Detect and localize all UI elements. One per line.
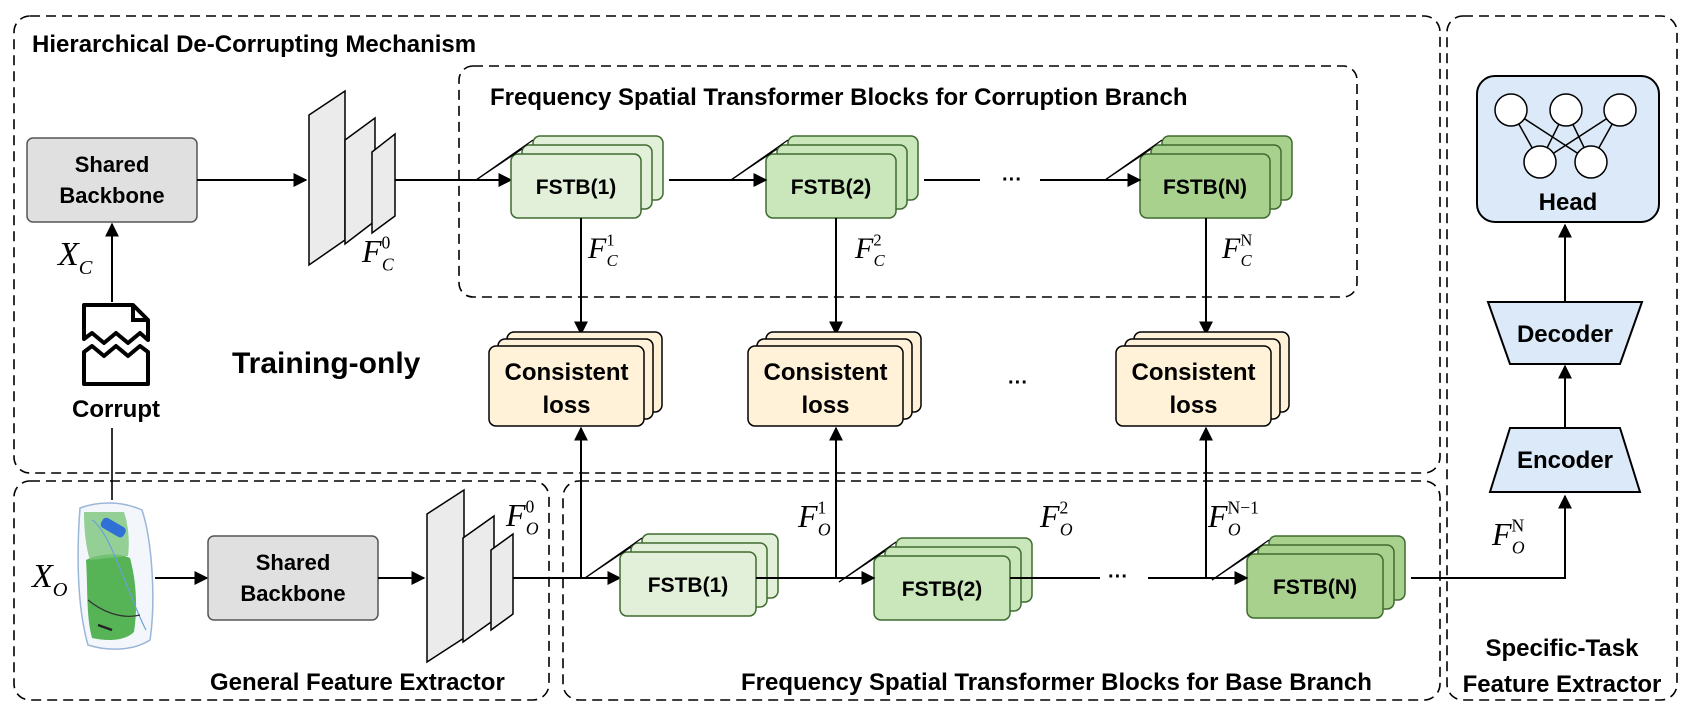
base-branch-title: Frequency Spatial Transformer Blocks for… (741, 669, 1372, 696)
base-branch-region (562, 480, 1441, 701)
fo2-text: F2 (1039, 498, 1068, 534)
fc1-sub: C (607, 251, 619, 270)
loss-label-1: Consistent (763, 359, 887, 386)
xc-label: XC (56, 236, 93, 279)
fo0-text: F0 (505, 497, 535, 533)
ellipsis-loss: ··· (1008, 372, 1028, 394)
head-block: Head (1476, 75, 1660, 223)
corrupt-label: Corrupt (72, 396, 160, 423)
feature-stack-top (308, 89, 396, 267)
general-extractor-title: General Feature Extractor (210, 669, 505, 696)
fc0-text: F0 (361, 233, 391, 269)
fc1-label: F1C (587, 230, 619, 269)
shared-backbone-top-label-2: Backbone (59, 183, 164, 208)
fcn-text: FN (1221, 230, 1252, 265)
fon1-text: FN−1 (1207, 498, 1259, 534)
fc2-label: F2C (854, 230, 886, 269)
head-label: Head (1539, 189, 1598, 216)
fstb-label: FSTB(1) (648, 574, 729, 597)
specific-task-title-1: Specific-Task (1486, 635, 1640, 662)
decoder-block: Decoder (1486, 301, 1644, 365)
ellipsis-bottom: ··· (1108, 566, 1128, 588)
fon1-label: FN−1O (1207, 498, 1259, 540)
shared-backbone-bottom-label-1: Shared (256, 550, 331, 575)
fstb-corruption-1: FSTB(1) (475, 135, 664, 219)
shared-backbone-top: Shared Backbone (26, 137, 198, 223)
fcn-label: FNC (1221, 230, 1253, 269)
hierarchical-title: Hierarchical De-Corrupting Mechanism (32, 31, 476, 58)
fstb-label: FSTB(2) (902, 578, 983, 601)
fc0-sub: C (382, 254, 394, 274)
specific-task-title-2: Feature Extractor (1463, 671, 1662, 698)
xo-text: XO (30, 558, 68, 601)
fc1-text: F1 (587, 230, 615, 265)
fstb-label: FSTB(1) (536, 176, 617, 199)
fon-label: FNO (1491, 516, 1525, 558)
fstb-label: FSTB(2) (791, 176, 872, 199)
fstb-base-1: FSTB(1) (584, 533, 779, 617)
general-extractor-region (13, 480, 550, 701)
fstb-base-n: FSTB(N) (1211, 535, 1406, 619)
consistent-loss-2: Consistent loss (747, 331, 922, 427)
hierarchical-region (13, 15, 1441, 474)
fc2-text: F2 (854, 230, 882, 265)
corruption-branch-region (458, 65, 1358, 298)
encoder-block: Encoder (1488, 427, 1642, 493)
fo1-label: F1O (797, 498, 831, 540)
fstb-label: FSTB(N) (1273, 576, 1357, 599)
shared-backbone-top-label-1: Shared (75, 152, 150, 177)
encoder-label: Encoder (1517, 447, 1613, 474)
fo2-sub: O (1060, 519, 1073, 539)
loss-label-2: loss (542, 392, 590, 419)
fstb-corruption-n: FSTB(N) (1104, 135, 1293, 219)
ellipsis-top: ··· (1002, 169, 1022, 191)
xray-image (77, 502, 154, 650)
fstb-label: FSTB(N) (1163, 176, 1247, 199)
shared-backbone-bottom: Shared Backbone (207, 535, 379, 621)
loss-label-2: loss (801, 392, 849, 419)
consistent-loss-n: Consistent loss (1115, 331, 1290, 427)
xc-text: XC (56, 236, 93, 279)
fon-text: FN (1491, 516, 1525, 552)
fcn-sub: C (1241, 251, 1253, 270)
fon1-sub: O (1228, 519, 1241, 539)
fc2-sub: C (874, 251, 886, 270)
loss-label-1: Consistent (504, 359, 628, 386)
neural-network-icon (1494, 93, 1637, 179)
fo0-sub: O (526, 518, 539, 538)
decoder-label: Decoder (1517, 321, 1613, 348)
feature-stack-bottom (426, 488, 514, 664)
arrow-fstbn-to-encoder (1411, 494, 1572, 579)
fstb-base-2: FSTB(2) (838, 537, 1033, 621)
specific-task-region (1446, 15, 1678, 701)
fon-sub: O (1512, 537, 1525, 557)
consistent-loss-1: Consistent loss (488, 331, 663, 427)
corrupt-document-icon (82, 303, 150, 386)
fo1-sub: O (818, 519, 831, 539)
fo0-label: F0O (505, 497, 539, 539)
loss-label-1: Consistent (1131, 359, 1255, 386)
loss-label-2: loss (1169, 392, 1217, 419)
shared-backbone-bottom-label-2: Backbone (240, 581, 345, 606)
fo1-text: F1 (797, 498, 826, 534)
fo2-label: F2O (1039, 498, 1073, 540)
fstb-corruption-2: FSTB(2) (730, 135, 919, 219)
fc0-label: F0C (361, 233, 394, 275)
xo-label: XO (30, 558, 68, 601)
corruption-branch-title: Frequency Spatial Transformer Blocks for… (490, 84, 1187, 111)
training-only-label: Training-only (232, 347, 421, 380)
